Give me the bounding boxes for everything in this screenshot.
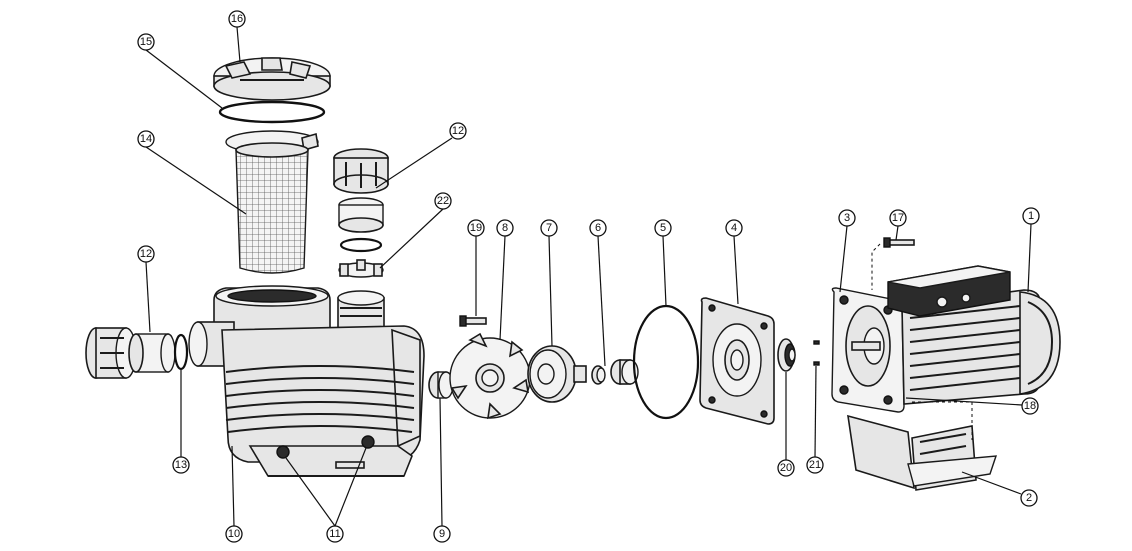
callout-11-label: 11	[329, 528, 340, 540]
callout-16: 16	[228, 10, 246, 28]
water-slinger-part	[777, 338, 796, 372]
callout-19-label: 19	[470, 222, 482, 234]
callout-15: 15	[137, 33, 155, 51]
callout-18: 18	[1021, 397, 1039, 415]
diffuser-bushing-part	[428, 371, 454, 399]
bolt-part	[883, 237, 915, 248]
diffuser-part	[449, 332, 531, 420]
union-o-ring-part	[339, 237, 383, 253]
assembly-line-bolt	[871, 243, 881, 290]
callout-8: 8	[496, 219, 514, 237]
callout-2-label: 2	[1026, 492, 1032, 504]
callout-21: 21	[806, 456, 824, 474]
callout-22: 22	[434, 192, 452, 210]
union-nut-left-part	[85, 327, 176, 379]
strainer-basket-part	[225, 130, 319, 274]
impeller-part	[527, 345, 587, 403]
callout-6-label: 6	[595, 222, 601, 234]
callout-6: 6	[589, 219, 607, 237]
clamp-ring-part	[338, 259, 384, 278]
callout-3-label: 3	[844, 212, 850, 224]
callout-21-label: 21	[809, 459, 821, 471]
callout-14-label: 14	[140, 133, 152, 145]
mechanical-seal-part	[591, 359, 639, 385]
callout-8-label: 8	[502, 222, 508, 234]
motor-part	[831, 265, 1061, 413]
callout-4: 4	[725, 219, 743, 237]
callout-9: 9	[433, 525, 451, 543]
pump-housing-part	[188, 285, 425, 477]
callout-3: 3	[838, 209, 856, 227]
callout-4-label: 4	[731, 222, 737, 234]
callout-11: 11	[326, 525, 344, 543]
callout-22-label: 22	[437, 195, 449, 207]
union-nut-upper-part	[333, 148, 389, 233]
callout-1-label: 1	[1028, 210, 1034, 222]
callout-9-label: 9	[439, 528, 445, 540]
callout-2: 2	[1020, 489, 1038, 507]
callout-16-label: 16	[231, 13, 243, 25]
callout-12-upper: 12	[449, 122, 467, 140]
callout-17-label: 17	[892, 212, 904, 224]
callout-1: 1	[1022, 207, 1040, 225]
callout-17: 17	[889, 209, 907, 227]
seal-plate-part	[699, 297, 775, 425]
callout-13: 13	[172, 456, 190, 474]
callout-13-label: 13	[175, 459, 187, 471]
callout-14: 14	[137, 130, 155, 148]
shaft-key-part	[813, 340, 820, 366]
callout-20: 20	[777, 459, 795, 477]
screw-part	[459, 315, 487, 327]
callout-5: 5	[654, 219, 672, 237]
callout-12-upper-label: 12	[452, 125, 464, 137]
callout-15-label: 15	[140, 36, 152, 48]
callout-20-label: 20	[780, 462, 792, 474]
lid-o-ring-part	[218, 100, 326, 124]
motor-base-part	[847, 414, 998, 491]
inlet-o-ring-part	[173, 333, 189, 371]
callout-18-label: 18	[1024, 400, 1036, 412]
callout-7-label: 7	[546, 222, 552, 234]
callout-10: 10	[225, 525, 243, 543]
body-o-ring-part	[632, 304, 700, 420]
callout-12-left: 12	[137, 245, 155, 263]
callout-5-label: 5	[660, 222, 666, 234]
callout-7: 7	[540, 219, 558, 237]
callout-19: 19	[467, 219, 485, 237]
callout-10-label: 10	[228, 528, 240, 540]
callout-12-left-label: 12	[140, 248, 152, 260]
leader-lines	[145, 26, 1032, 527]
strainer-lid-part	[213, 57, 331, 101]
